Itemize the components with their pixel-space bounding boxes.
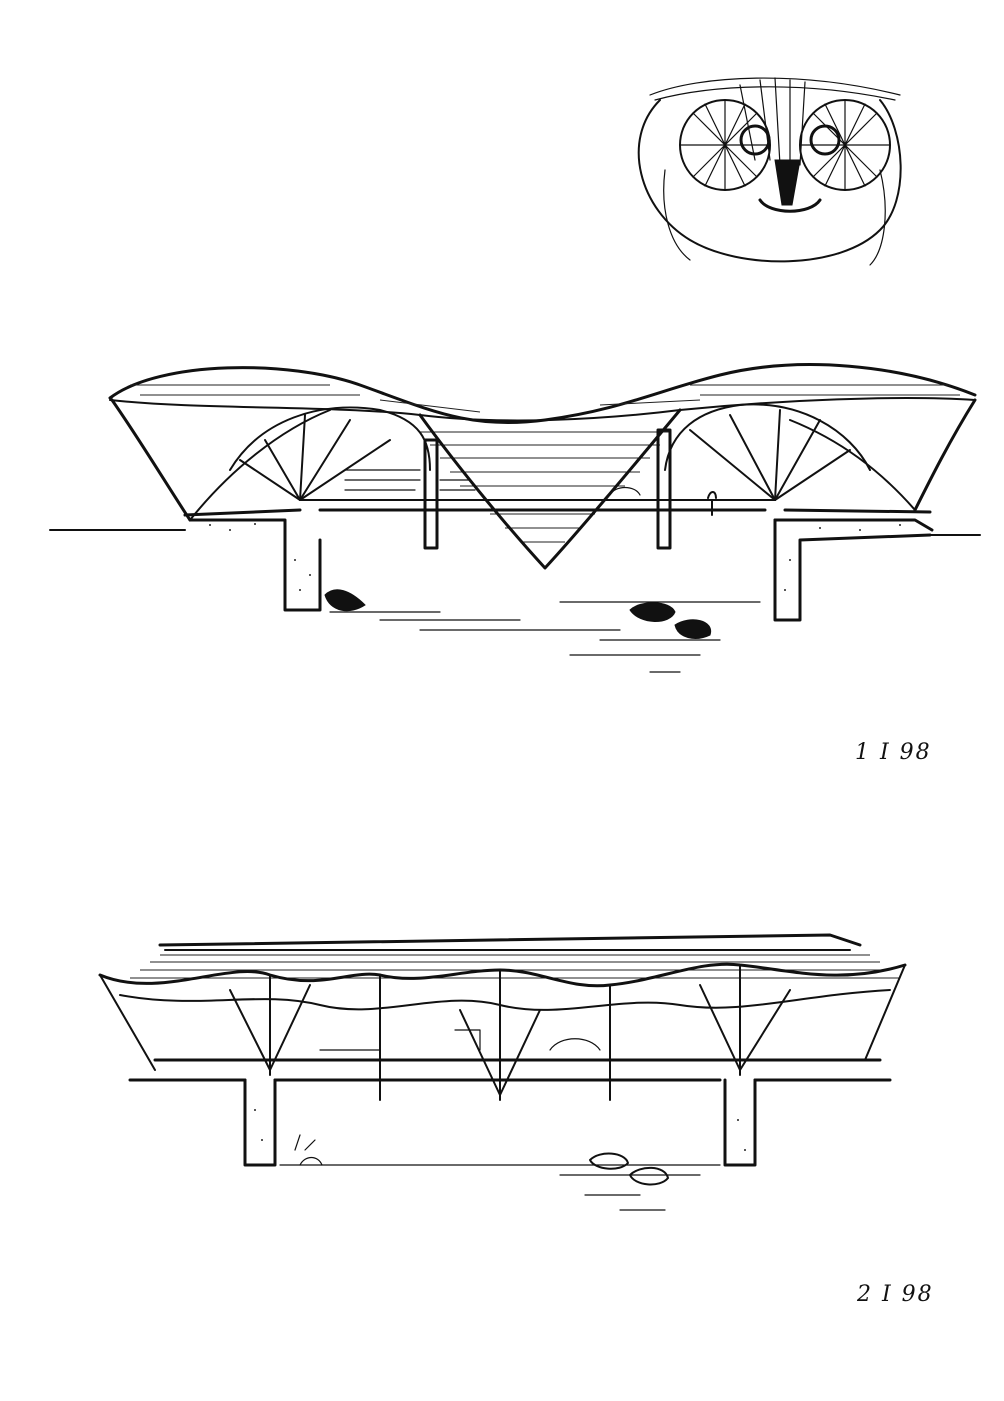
upper-bridge-drawing xyxy=(49,363,981,673)
concrete-texture-lower xyxy=(254,1109,746,1151)
date-label-upper: 1 I 98 xyxy=(855,740,932,765)
date-label-lower: 2 I 98 xyxy=(857,1282,934,1307)
lower-bridge-drawing xyxy=(98,933,907,1211)
concrete-texture xyxy=(209,523,901,591)
owl-sketch xyxy=(637,77,902,266)
